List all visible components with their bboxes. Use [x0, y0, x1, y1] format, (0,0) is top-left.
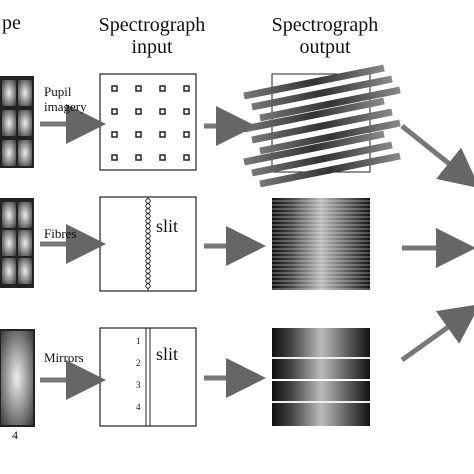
spectrum-streak: [243, 97, 385, 133]
spectrum-streak: [259, 152, 401, 188]
fibre-end: [145, 213, 151, 219]
fibre-end: [145, 273, 151, 279]
pupil-image-square: [111, 154, 118, 161]
fibre-end: [145, 278, 151, 284]
pupil-image-square: [135, 131, 142, 138]
pupil-image-square: [111, 108, 118, 115]
pupil-image-square: [183, 108, 190, 115]
fibre-end: [145, 243, 151, 249]
pupil-row-source-image: [0, 76, 34, 168]
pupil-image-square: [159, 108, 166, 115]
mirrors-row-source-image: [0, 329, 35, 427]
fibre-end: [145, 263, 151, 269]
pupil-image-square: [111, 131, 118, 138]
spectrograph-output-header: Spectrograph output: [271, 14, 379, 58]
pupil-image-square: [159, 154, 166, 161]
pupil-output-exit-arrow: [400, 124, 474, 189]
pupil-image-square: [135, 108, 142, 115]
pupil-image-square: [183, 85, 190, 92]
fibre-end: [145, 228, 151, 234]
spectrograph-input-header: Spectrograph input: [98, 14, 206, 58]
pupil-imagery-label: Pupil imagery: [44, 84, 87, 114]
fibre-end: [145, 208, 151, 214]
fibre-end: [145, 253, 151, 259]
fibres-slit-label: slit: [156, 216, 179, 236]
footnote-number: 4: [12, 428, 18, 442]
pupil-image-square: [183, 154, 190, 161]
mirror-slice-number: 1: [136, 336, 141, 346]
pupil-image-square: [159, 131, 166, 138]
pupil-image-square: [159, 85, 166, 92]
fibre-end: [145, 268, 151, 274]
mirrors-slit-label: slit: [156, 344, 179, 364]
fibre-end: [145, 223, 151, 229]
mirror-slice-number: 3: [136, 380, 141, 390]
fibre-end: [145, 283, 151, 289]
spectrum-streak: [251, 75, 393, 111]
mirrors-output-box: [272, 328, 370, 426]
fibres-input-box: [99, 196, 197, 292]
pupil-image-square: [111, 85, 118, 92]
pupil-input-box: [99, 73, 197, 171]
spectrum-streak: [259, 119, 401, 155]
fibre-end: [145, 258, 151, 264]
spectrum-streak: [251, 108, 393, 144]
fibres-row-source-image: [0, 198, 34, 288]
pupil-image-square: [135, 85, 142, 92]
spectrum-streak: [243, 130, 385, 166]
mirrors-output-exit-arrow: [400, 304, 474, 363]
flow-arrows: [40, 104, 474, 400]
fibre-end: [145, 238, 151, 244]
fibre-end: [145, 248, 151, 254]
fibre-end: [145, 233, 151, 239]
mirror-slice-number: 2: [136, 358, 141, 368]
fibres-output-box: [272, 198, 370, 290]
pupil-image-square: [135, 154, 142, 161]
fibre-end: [145, 203, 151, 209]
partial-column-header: pe: [2, 12, 21, 34]
spectrum-streak: [259, 86, 401, 122]
mirror-slice-number: 4: [136, 402, 141, 412]
pupil-image-square: [183, 131, 190, 138]
fibre-end: [145, 198, 151, 204]
mirrors-input-box: [99, 327, 197, 427]
fibres-label: Fibres: [44, 226, 77, 241]
mirrors-label: Mirrors: [44, 350, 84, 365]
spectrum-streak: [243, 64, 385, 100]
spectrum-streak: [251, 141, 393, 177]
fibre-end: [145, 218, 151, 224]
pupil-output-box: [243, 64, 401, 188]
